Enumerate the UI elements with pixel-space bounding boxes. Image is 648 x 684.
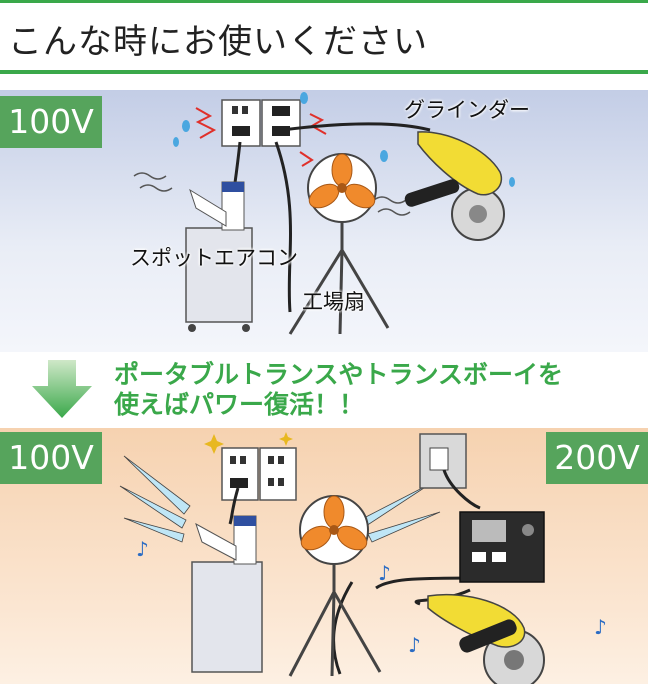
solution-message: ポータブルトランスやトランスボーイを 使えばパワー復活！！ [114,360,644,420]
wall-outlet-right [259,447,297,501]
header-bottom-rule [0,70,648,74]
label-spot-aircon: スポットエアコン [130,246,298,270]
solution-message-line1: ポータブルトランスやトランスボーイを [114,360,564,389]
spot-aircon-unit [185,181,253,332]
portable-transformer [459,511,545,583]
factory-fan [288,495,382,677]
sweat-drop-icon [173,92,515,187]
bottom-scenario-illustration: ♪ ♪ ♪ ♪ [119,432,607,684]
svg-text:♪: ♪ [594,615,607,639]
wall-outlet-right [261,99,301,147]
header-top-rule [0,0,648,3]
voltage-badge-100v-top: 100V [0,96,102,148]
header: こんな時にお使いください [0,0,648,76]
label-grinder: グラインダー [404,98,530,122]
sparkle-icon [204,432,293,454]
top-scenario-illustration [133,92,515,335]
spot-aircon-unit [191,515,263,673]
bottom-scenario-panel: ♪ ♪ ♪ ♪ [0,428,648,684]
grinder-tool [427,593,545,684]
top-scenario-panel [0,90,648,352]
down-arrow-icon [32,360,92,418]
svg-text:♪: ♪ [378,561,391,585]
hot-air-wave-icon [133,172,411,216]
wall-outlet-left [221,99,261,147]
factory-fan [288,153,390,335]
svg-text:♪: ♪ [408,633,421,657]
voltage-badge-200v: 200V [546,432,648,484]
voltage-badge-100v-bottom: 100V [0,432,102,484]
solution-message-line2: 使えばパワー復活！！ [114,390,365,419]
page-title: こんな時にお使いください [8,22,428,62]
wall-outlet-left [221,447,259,501]
svg-text:♪: ♪ [136,537,149,561]
overload-spark-icon [195,107,327,167]
socket-200v [419,433,467,489]
middle-message-band [0,352,648,428]
music-note-icon: ♪ ♪ ♪ ♪ [136,537,607,657]
label-factory-fan: 工場扇 [302,290,365,314]
grinder-tool [404,131,505,241]
